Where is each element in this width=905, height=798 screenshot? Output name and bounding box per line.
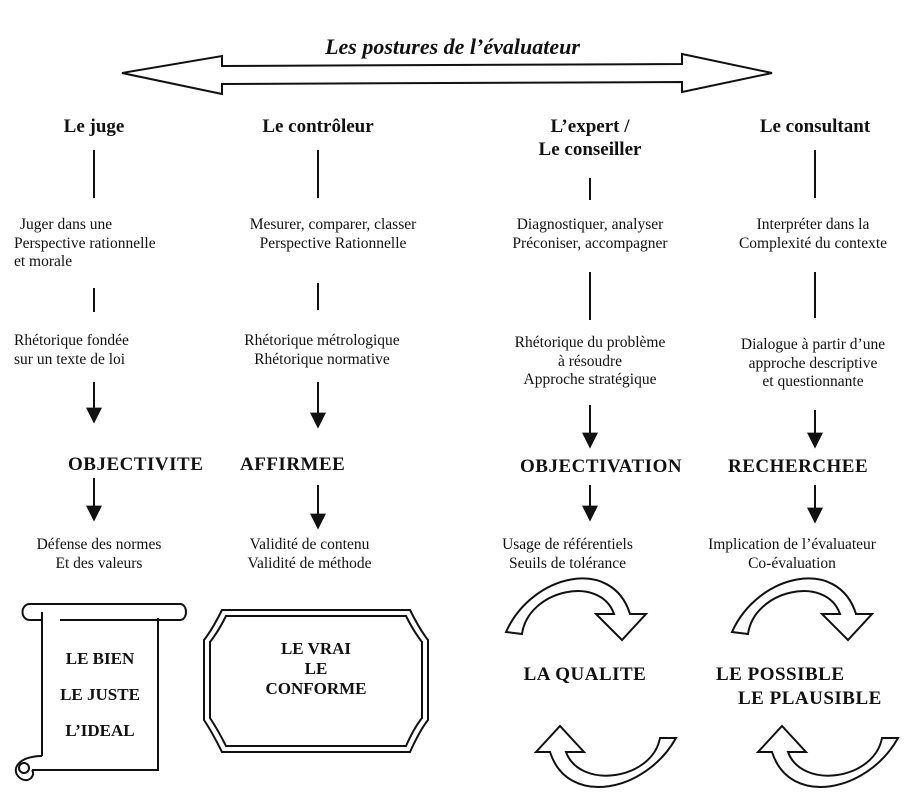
posture-expert-title-line: L’expert / (550, 116, 630, 137)
rhetoric-line: Rhétorique fondée (14, 332, 129, 349)
outcome-line: Et des valeurs (55, 554, 143, 572)
value-line: LE BIEN (65, 649, 135, 668)
cycle-arrows-qualite (504, 577, 678, 788)
value-line: LE PLAUSIBLE (738, 688, 882, 709)
outcome-line: Validité de méthode (247, 554, 372, 572)
posture-expert-title: L’expert / Le conseiller (510, 116, 670, 162)
posture-controleur-rhetoric: Rhétorique métrologique Rhétorique norma… (222, 332, 422, 369)
rhetoric-line: Rhétorique normative (254, 350, 390, 368)
posture-consultant-outcomes: Implication de l’évaluateur Co-évaluatio… (686, 536, 898, 573)
posture-juge-actions: Juger dans une Perspective rationnelle e… (14, 216, 204, 272)
action-line: Juger dans une (20, 216, 113, 233)
outcome-line: Co-évaluation (748, 554, 836, 572)
outcome-line: Usage de référentiels (502, 536, 633, 553)
rhetoric-line: et questionnante (762, 373, 864, 391)
value-line: LE (304, 659, 328, 678)
rhetoric-line: à résoudre (557, 352, 623, 370)
value-line: LE POSSIBLE (716, 664, 845, 685)
posture-expert-outcomes: Usage de référentiels Seuils de toléranc… (480, 536, 655, 573)
posture-expert-title-line: Le conseiller (538, 138, 642, 160)
outcome-line: Implication de l’évaluateur (708, 536, 876, 553)
scroll-frame (14, 603, 187, 782)
posture-consultant-title: Le consultant (759, 116, 871, 137)
posture-consultant-rhetoric: Dialogue à partir d’une approche descrip… (718, 336, 905, 392)
action-line: Perspective rationnelle (14, 234, 156, 252)
outcome-line: Validité de contenu (249, 536, 370, 553)
value-possible-plausible: LE POSSIBLE LE PLAUSIBLE (710, 664, 905, 712)
action-line: Interpréter dans la (756, 216, 870, 233)
posture-expert-actions: Diagnostiquer, analyser Préconiser, acco… (490, 216, 690, 253)
value-line: L’IDEAL (65, 721, 135, 740)
posture-juge-rhetoric: Rhétorique fondée sur un texte de loi (14, 332, 184, 369)
rhetoric-line: approche descriptive (748, 354, 878, 372)
stance-recherchee: RECHERCHEE (728, 456, 869, 477)
scroll-values: LE BIEN LE JUSTE L’IDEAL (42, 650, 158, 758)
stance-affirmee: AFFIRMEE (240, 454, 346, 475)
posture-consultant-actions: Interpréter dans la Complexité du contex… (718, 216, 905, 253)
rhetoric-line: sur un texte de loi (14, 350, 126, 368)
action-line: et morale (14, 253, 73, 271)
posture-controleur-actions: Mesurer, comparer, classer Perspective R… (218, 216, 448, 253)
octagon-frame (203, 609, 429, 753)
stance-objectivite: OBJECTIVITE (68, 454, 204, 475)
posture-juge-outcomes: Défense des normes Et des valeurs (14, 536, 184, 573)
action-line: Mesurer, comparer, classer (249, 216, 417, 233)
value-qualite: LA QUALITE (523, 664, 647, 685)
action-line: Préconiser, accompagner (512, 234, 668, 252)
value-line: CONFORME (265, 679, 367, 698)
rhetoric-line: Rhétorique métrologique (244, 332, 400, 349)
cycle-arrows-possible (730, 577, 900, 788)
outcome-line: Défense des normes (36, 536, 162, 553)
posture-controleur-outcomes: Validité de contenu Validité de méthode (222, 536, 397, 573)
rhetoric-line: Dialogue à partir d’une (740, 336, 886, 353)
posture-juge-title: Le juge (63, 116, 125, 137)
value-line: LE VRAI (280, 639, 352, 658)
posture-expert-rhetoric: Rhétorique du problème à résoudre Approc… (490, 334, 690, 390)
action-line: Perspective Rationnelle (259, 234, 407, 252)
action-line: Diagnostiquer, analyser (516, 216, 664, 233)
value-line: LE JUSTE (60, 685, 140, 704)
rhetoric-line: Rhétorique du problème (514, 334, 666, 351)
action-line: Complexité du contexte (738, 234, 888, 252)
rhetoric-line: Approche stratégique (523, 371, 657, 389)
diagram-title: Les postures de l’évaluateur (325, 34, 580, 59)
stance-objectivation: OBJECTIVATION (520, 456, 683, 477)
double-arrow (121, 52, 773, 96)
octagon-values: LE VRAI LE CONFORME (204, 640, 428, 700)
outcome-line: Seuils de tolérance (508, 554, 627, 572)
posture-controleur-title: Le contrôleur (262, 116, 374, 137)
